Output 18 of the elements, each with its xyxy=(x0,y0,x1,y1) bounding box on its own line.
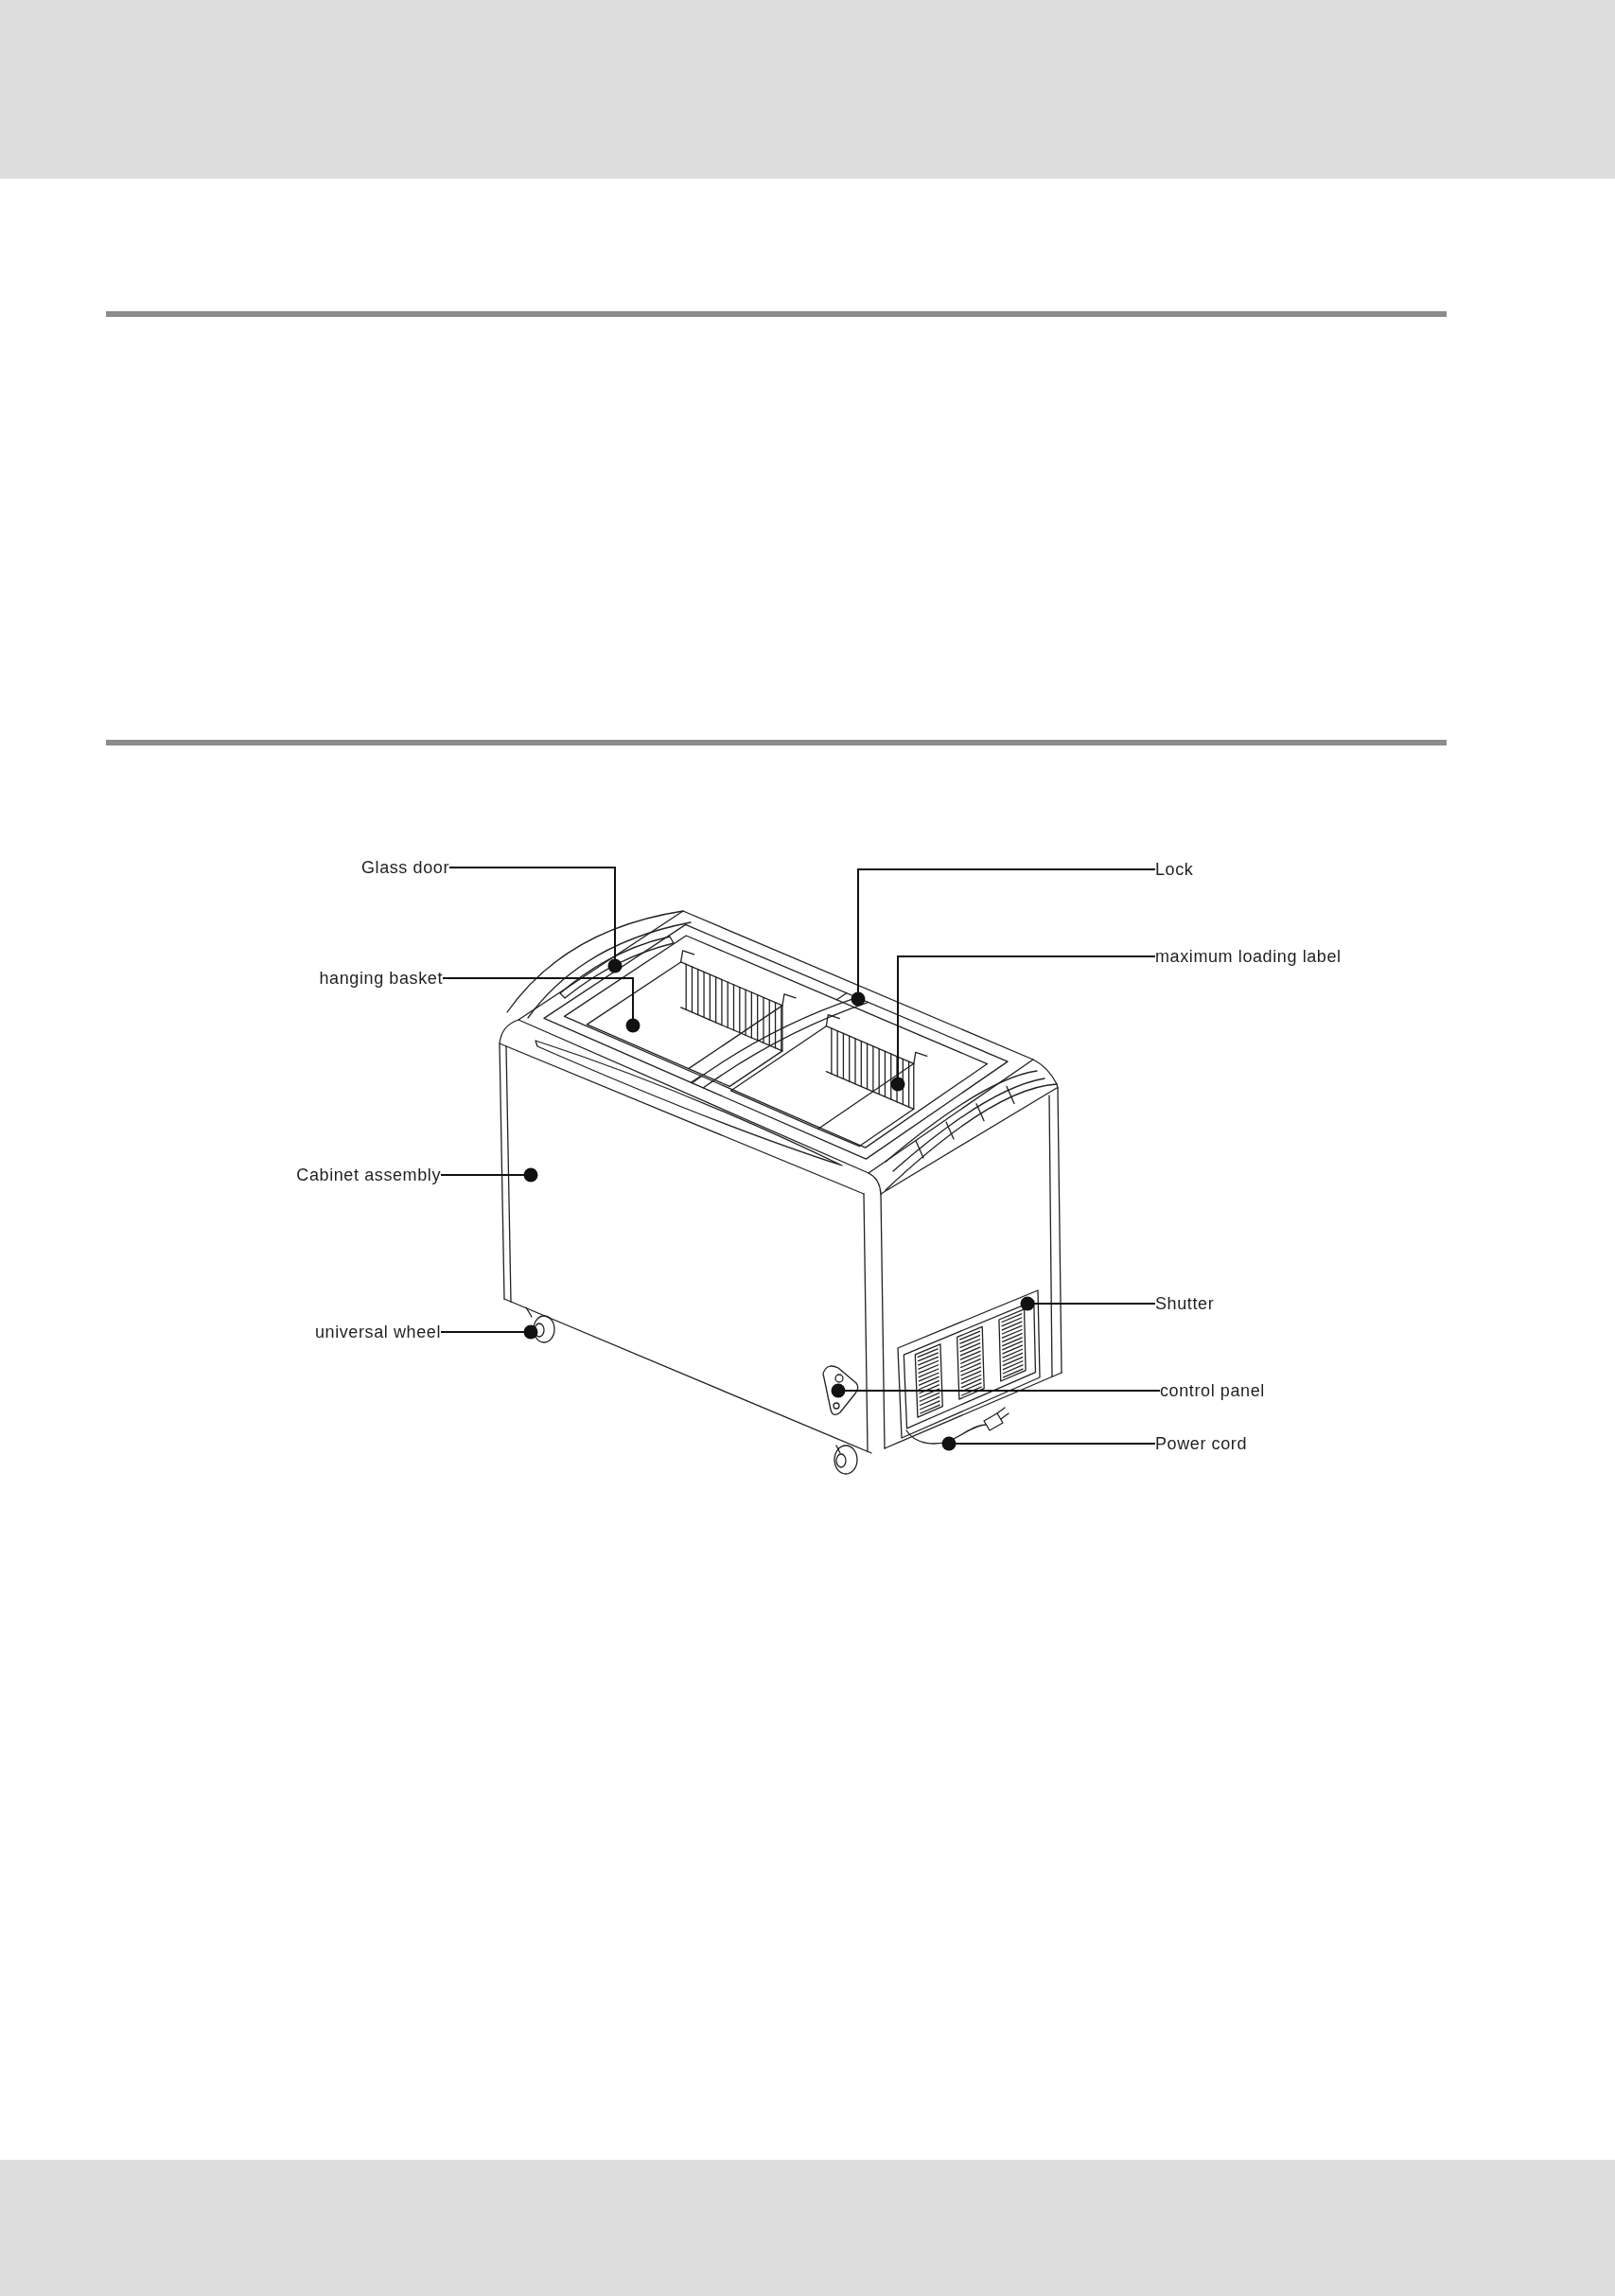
part-label: Shutter xyxy=(1155,1293,1215,1314)
leader-line xyxy=(442,977,641,1033)
leader-line xyxy=(890,955,1156,1092)
part-label: control panel xyxy=(1160,1380,1265,1401)
part-label: maximum loading label xyxy=(1155,946,1342,967)
part-label: hanging basket xyxy=(319,968,443,989)
leader-line xyxy=(440,1167,538,1183)
part-label: Glass door xyxy=(360,857,449,878)
leader-line xyxy=(1020,1296,1156,1311)
leader-line xyxy=(941,1436,1156,1451)
part-label: universal wheel xyxy=(314,1322,441,1342)
leader-line xyxy=(831,1383,1161,1398)
leader-line xyxy=(448,867,623,973)
leader-line xyxy=(440,1324,538,1340)
leader-line xyxy=(851,868,1156,1007)
part-label: Cabinet assembly xyxy=(296,1165,441,1185)
part-label: Lock xyxy=(1155,859,1194,880)
part-label: Power cord xyxy=(1155,1433,1248,1454)
